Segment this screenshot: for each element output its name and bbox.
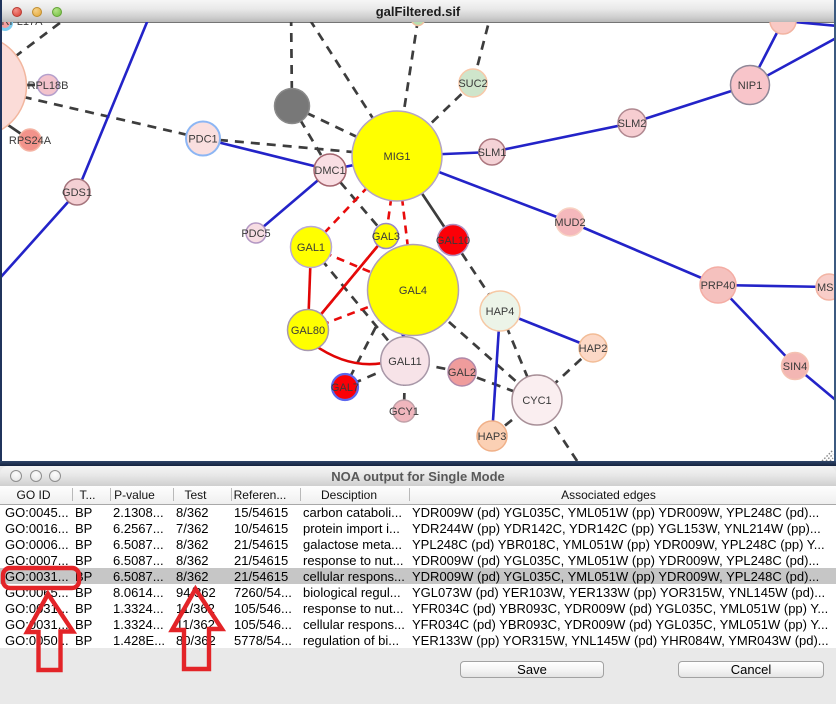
svg-text:GAL11: GAL11: [388, 356, 421, 368]
svg-text:CYC1: CYC1: [522, 395, 551, 407]
svg-text:SUC2: SUC2: [458, 78, 487, 90]
svg-text:RPL17A: RPL17A: [2, 22, 44, 28]
svg-text:SIN4: SIN4: [783, 361, 807, 373]
svg-text:PRP40: PRP40: [701, 280, 736, 292]
svg-text:GCY1: GCY1: [389, 406, 419, 418]
svg-text:GAL7: GAL7: [331, 382, 359, 394]
svg-text:DMC1: DMC1: [314, 165, 345, 177]
svg-text:NIP1: NIP1: [738, 80, 762, 92]
svg-text:SLM2: SLM2: [618, 118, 647, 130]
svg-text:GAL80: GAL80: [291, 325, 325, 337]
svg-text:GAL2: GAL2: [448, 367, 476, 379]
svg-text:HAP4: HAP4: [486, 306, 515, 318]
svg-text:MIG1: MIG1: [384, 151, 411, 163]
svg-text:PDC5: PDC5: [241, 228, 270, 240]
svg-text:RPS24A: RPS24A: [9, 135, 52, 147]
svg-text:GAL1: GAL1: [297, 242, 325, 254]
svg-text:HAP3: HAP3: [478, 431, 507, 443]
svg-text:MSI: MSI: [817, 282, 836, 294]
svg-text:MUD2: MUD2: [554, 217, 585, 229]
svg-text:HAP2: HAP2: [579, 343, 608, 355]
svg-text:GAL10: GAL10: [436, 235, 470, 247]
svg-text:GAL3: GAL3: [372, 231, 400, 243]
svg-text:RPL18B: RPL18B: [28, 80, 69, 92]
svg-text:GDS1: GDS1: [62, 187, 92, 199]
svg-text:GAL4: GAL4: [399, 285, 427, 297]
svg-text:PDC1: PDC1: [188, 134, 217, 146]
svg-text:SLM1: SLM1: [478, 147, 507, 159]
